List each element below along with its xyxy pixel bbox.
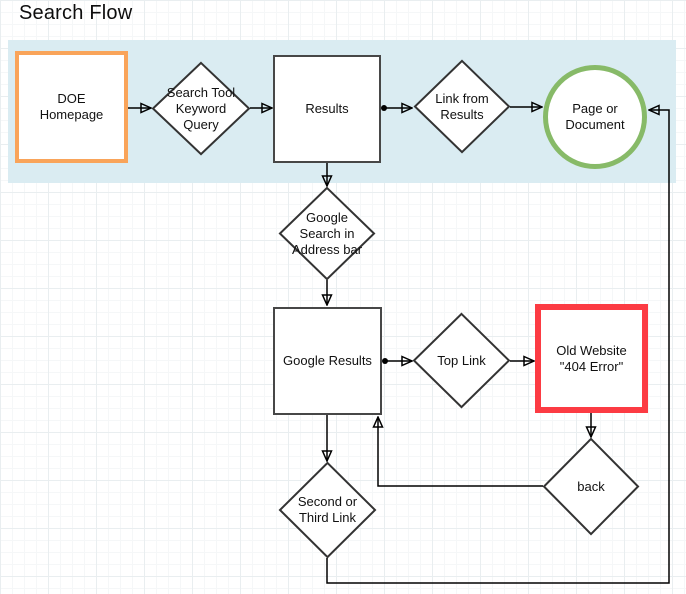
node-label: Top Link	[437, 352, 486, 368]
flow-node-google-search-address-bar[interactable]: Google Search in Address bar	[279, 187, 375, 280]
node-label: back	[577, 478, 605, 494]
node-label: Google Search in Address bar	[291, 209, 363, 257]
diagram-title: Search Flow	[19, 2, 133, 24]
flow-node-search-tool-keyword-query[interactable]: Search Tool Keyword Query	[152, 62, 250, 155]
flow-node-page-or-document[interactable]: Page or Document	[543, 65, 647, 169]
node-label: Old Website "404 Error"	[556, 342, 627, 374]
diamond-shape	[152, 62, 250, 155]
edge-source-dot	[382, 358, 388, 364]
flow-node-link-from-results[interactable]: Link from Results	[414, 60, 510, 153]
node-label: Page or Document	[565, 101, 625, 132]
node-label: Search Tool Keyword Query	[166, 84, 236, 132]
flow-node-doe-homepage[interactable]: DOE Homepage	[15, 51, 128, 163]
flow-node-second-or-third-link[interactable]: Second or Third Link	[279, 462, 376, 558]
edge-back-to-googleresults	[378, 417, 543, 487]
flow-node-top-link[interactable]: Top Link	[413, 313, 510, 408]
flow-node-google-results[interactable]: Google Results	[273, 307, 382, 415]
flow-node-old-website-404-error[interactable]: Old Website "404 Error"	[535, 304, 648, 413]
flow-node-results[interactable]: Results	[273, 55, 381, 163]
node-label: Link from Results	[435, 90, 489, 122]
node-label: DOE Homepage	[39, 91, 104, 122]
flow-node-back[interactable]: back	[543, 438, 639, 535]
node-label: Second or Third Link	[297, 494, 358, 525]
node-label: Google Results	[283, 353, 372, 368]
node-label: Results	[305, 101, 349, 116]
